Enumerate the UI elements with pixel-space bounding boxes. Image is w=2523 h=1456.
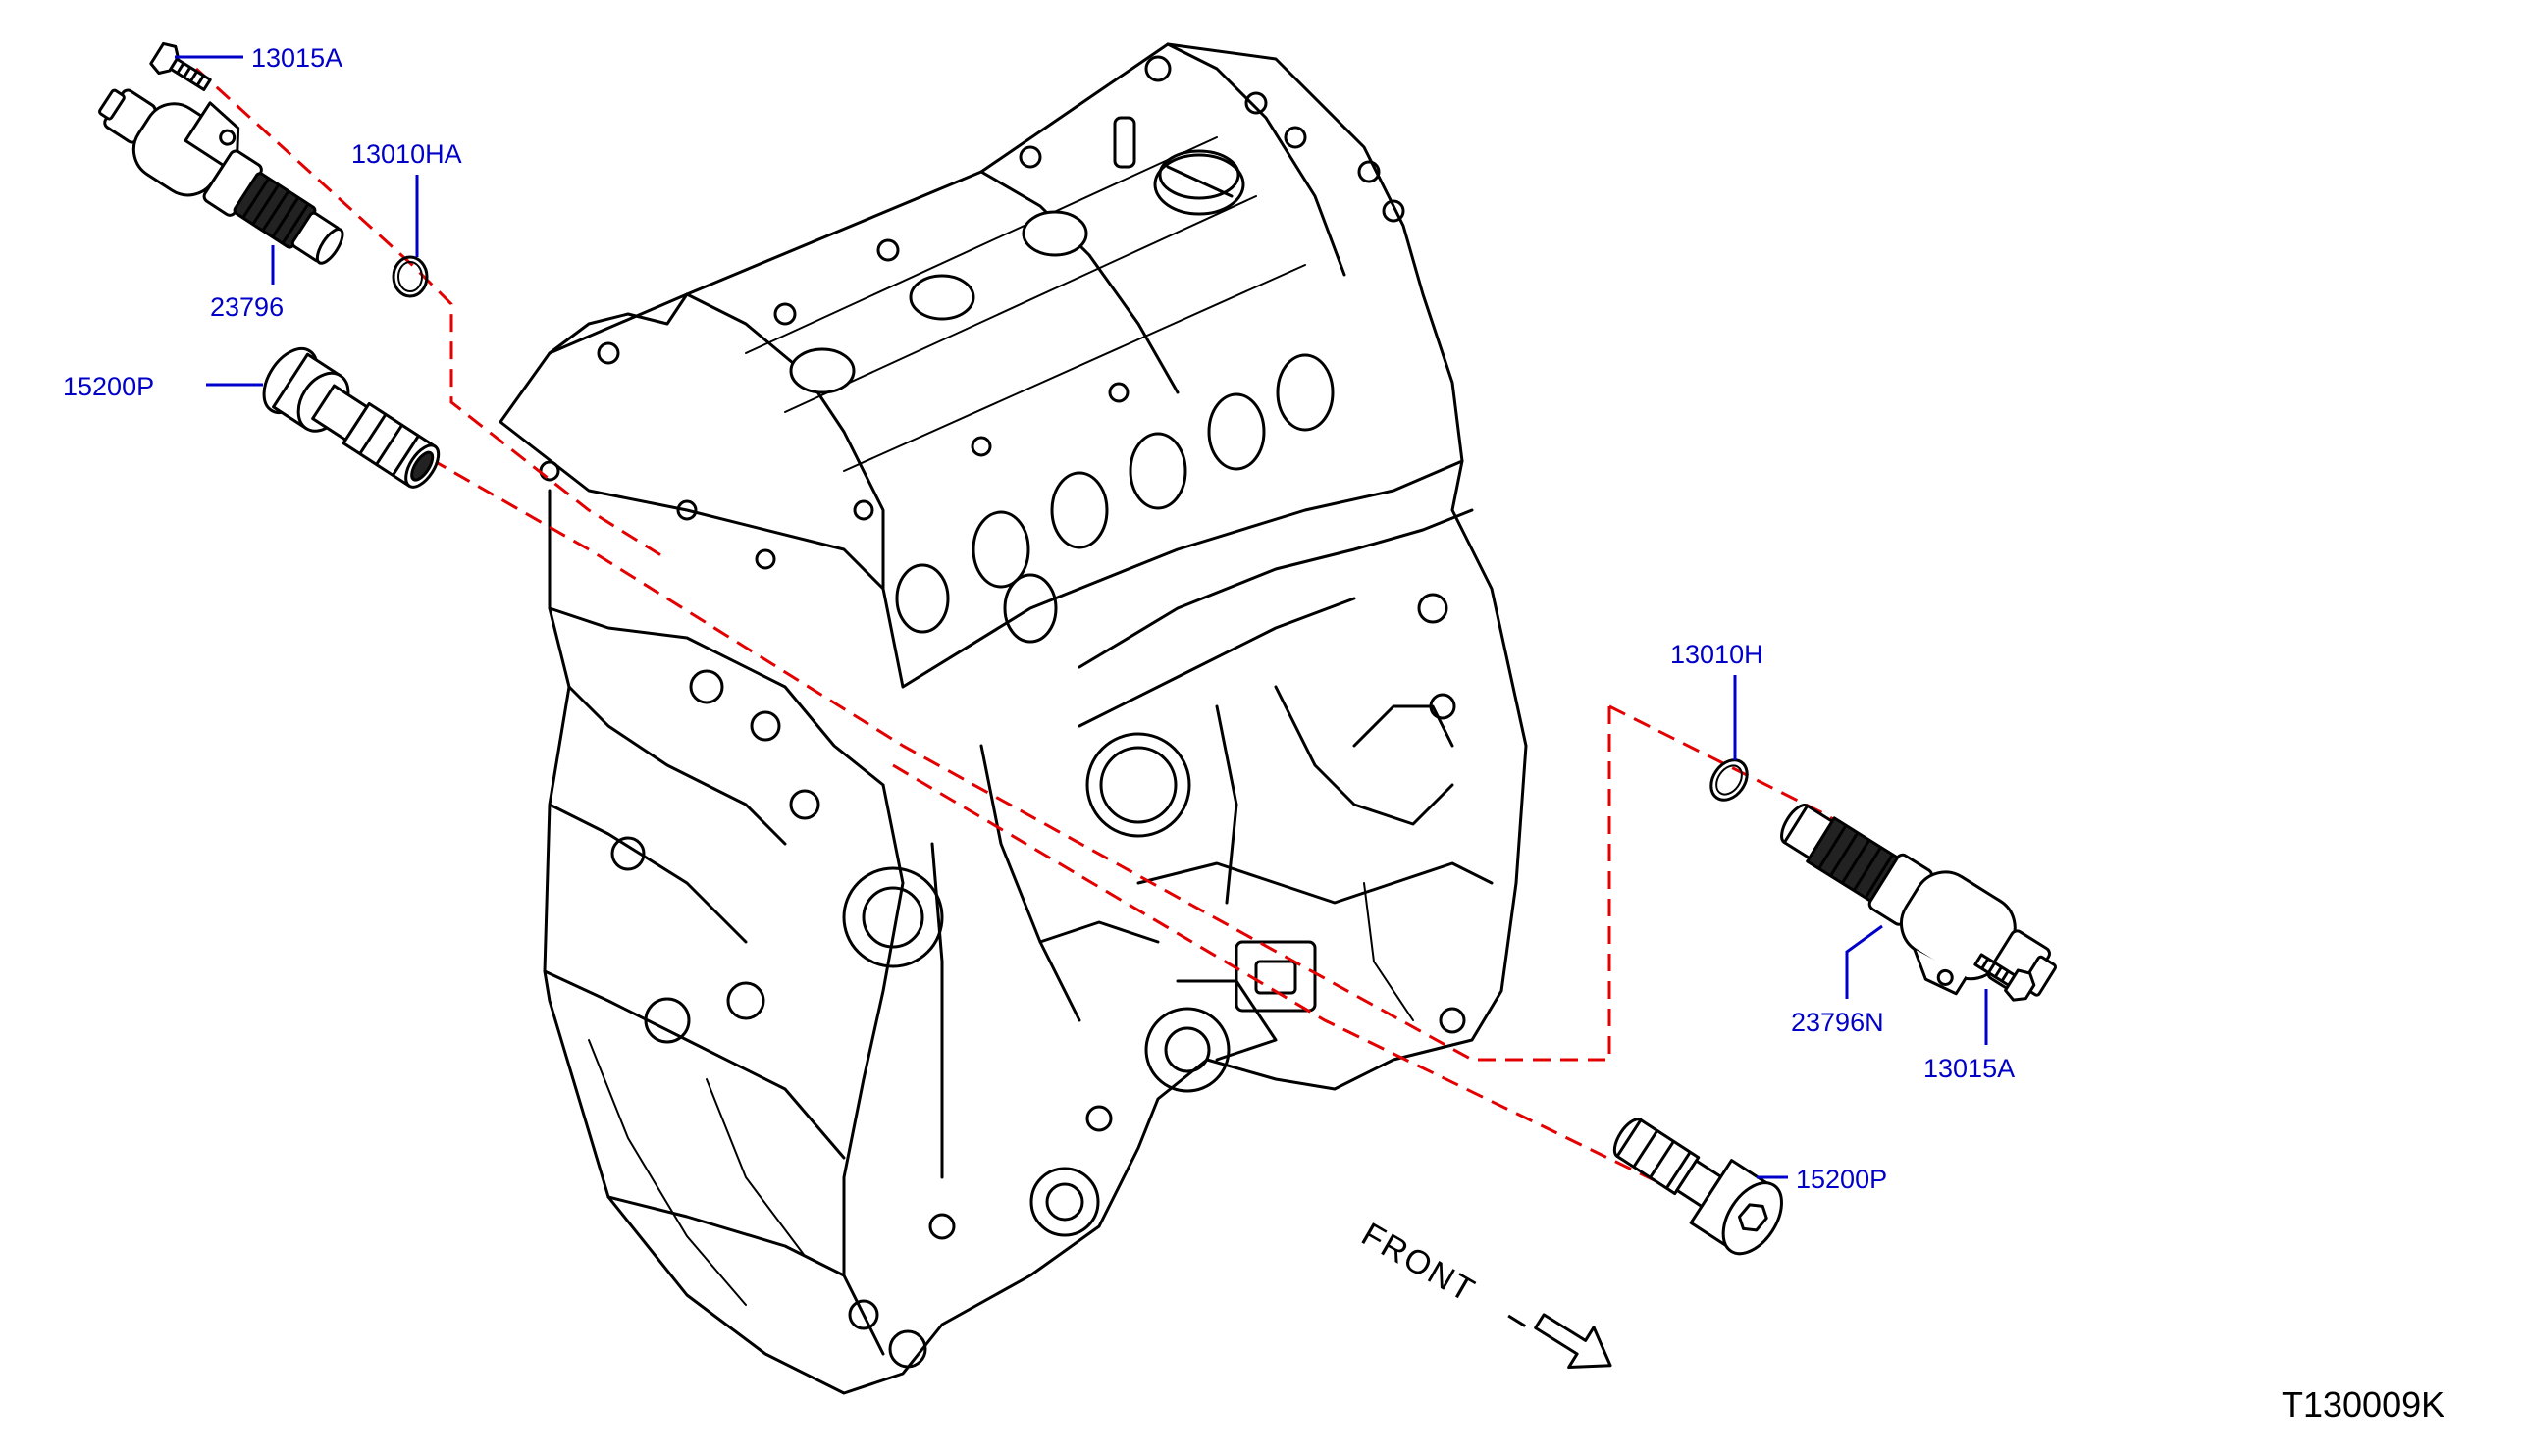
callout-solenoid-right: 23796N [1791, 1008, 1884, 1037]
spark-plug-hole-3 [789, 347, 856, 394]
callout-oring-left: 13010HA [351, 139, 462, 169]
oil-screen-left [262, 347, 441, 489]
bolt-right [1973, 953, 2036, 1002]
leader-lines [175, 55, 1988, 1179]
front-arrow-icon [1507, 1313, 1612, 1370]
solenoid-valve-right [1780, 804, 2058, 998]
callout-solenoid-left: 23796 [210, 292, 284, 322]
spark-plug-hole-1 [1022, 210, 1088, 257]
callout-bolt-left: 13015A [251, 43, 342, 73]
oil-filler-cap [1153, 153, 1245, 216]
valve-cover [499, 42, 1464, 689]
crank-pulley-boss [1144, 1007, 1231, 1093]
oil-screen-right [1612, 1118, 1783, 1256]
water-pump-port [1085, 732, 1191, 838]
solenoid-valve-left [98, 88, 344, 265]
breather-pipe [1113, 116, 1136, 169]
spark-plug-hole-2 [909, 274, 975, 321]
callout-screen-left: 15200P [63, 372, 154, 401]
front-label: FRONT [1355, 1216, 1482, 1310]
bolt-left [149, 41, 212, 91]
cylinder-block [543, 459, 1528, 1395]
diagram-code: T130009K [2282, 1384, 2444, 1425]
o-ring-right [1709, 758, 1749, 802]
o-ring-left [392, 255, 429, 298]
engine-assembly [499, 42, 1528, 1395]
callout-screen-right: 15200P [1796, 1165, 1887, 1194]
callout-bolt-right: 13015A [1923, 1054, 2015, 1083]
callout-oring-right: 13010H [1670, 640, 1763, 669]
callout-labels: 13015A 13010HA 23796 15200P 13010H 23796… [63, 43, 2015, 1194]
